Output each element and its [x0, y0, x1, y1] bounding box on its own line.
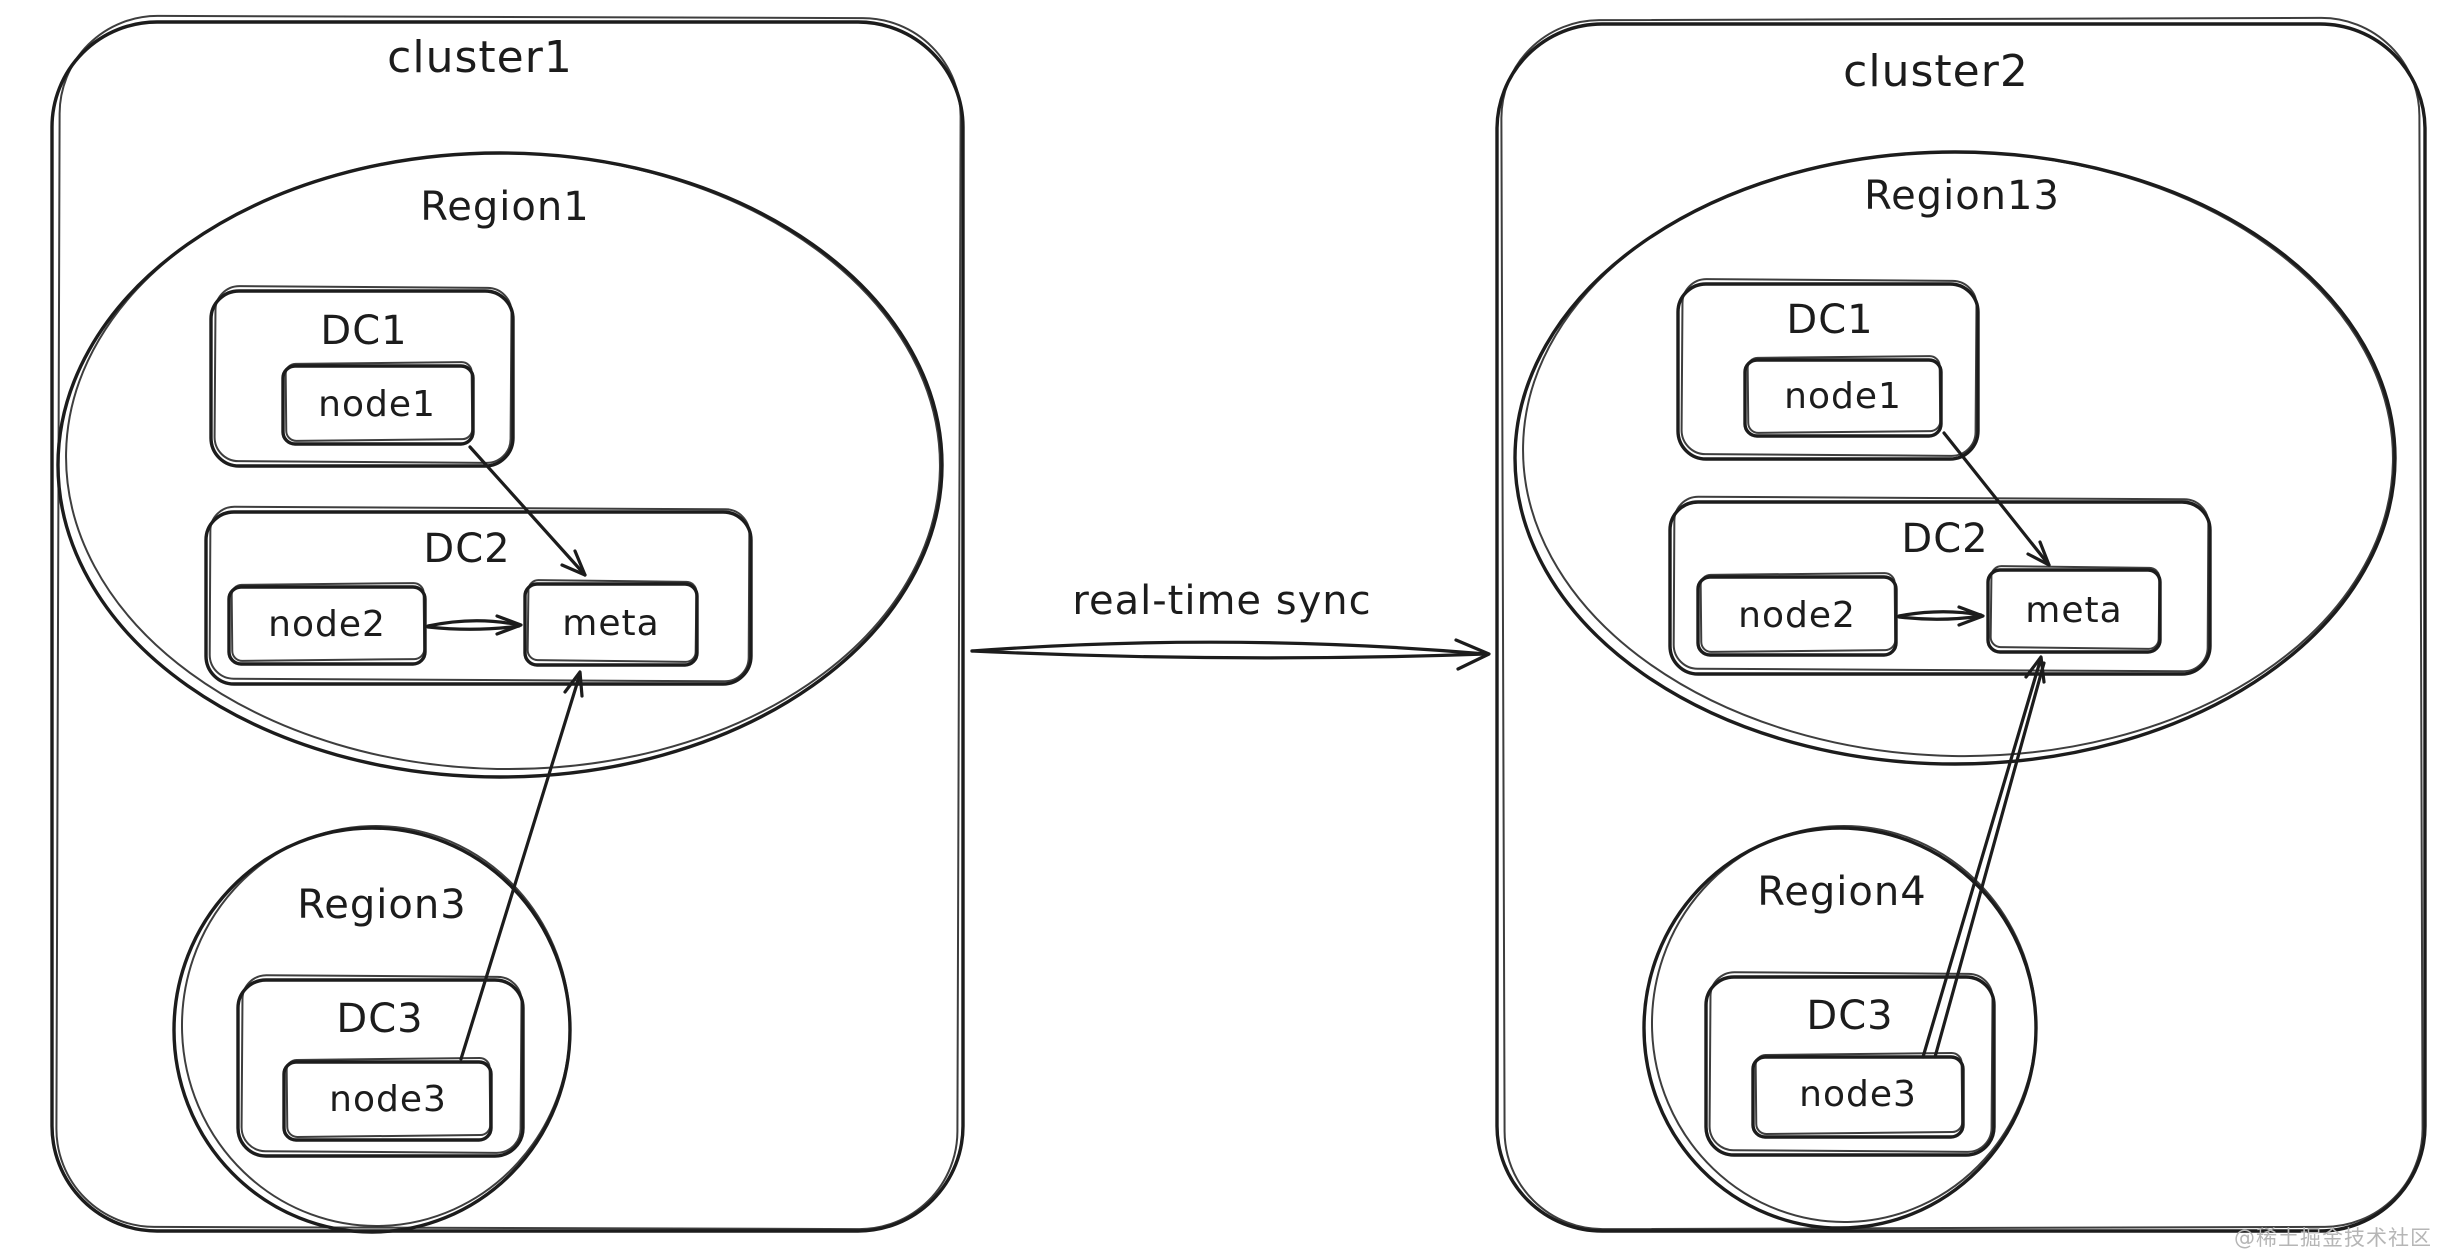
- cluster1-node2-label: node2: [268, 604, 386, 645]
- cluster2-node3-label: node3: [1799, 1074, 1917, 1115]
- sync-arrow-label: real-time sync: [1072, 578, 1372, 624]
- cluster2-dc1-title: DC1: [1786, 297, 1874, 343]
- cluster1-meta-label: meta: [562, 603, 660, 644]
- region3-circle: [172, 825, 572, 1234]
- sync-arrow: [970, 638, 1491, 671]
- cluster1-node2-box: [227, 582, 427, 666]
- cluster1-meta-box: [523, 579, 699, 667]
- cluster2-node2-label: node2: [1738, 595, 1856, 636]
- cluster1-node3-label: node3: [329, 1079, 447, 1120]
- arrow-c2-node2-to-meta: [1897, 605, 1985, 627]
- region1-ellipse: [56, 151, 944, 779]
- arrow-c1-node2-to-meta: [426, 614, 523, 636]
- region3-title: Region3: [297, 882, 467, 928]
- cluster2-node1-box: [1743, 355, 1943, 438]
- region4-circle: [1642, 825, 2038, 1230]
- watermark: @稀土掘金技术社区: [2234, 1226, 2432, 1250]
- arrow-c1-node3-to-meta: [459, 670, 584, 1061]
- region4-title: Region4: [1757, 869, 1927, 915]
- cluster2-title: cluster2: [1843, 46, 2029, 97]
- cluster2-meta-box: [1986, 565, 2162, 654]
- cluster2-node2-box: [1696, 572, 1898, 657]
- cluster1-dc3-title: DC3: [336, 996, 424, 1042]
- region13-ellipse: [1513, 150, 2397, 766]
- cluster2-dc3-title: DC3: [1806, 993, 1894, 1039]
- region1-title: Region1: [420, 184, 590, 230]
- cluster1-title: cluster1: [387, 32, 573, 83]
- cluster2-meta-label: meta: [2025, 590, 2123, 631]
- cluster2-node1-label: node1: [1784, 376, 1902, 417]
- arrow-c2-node1-to-meta: [1942, 431, 2051, 567]
- arrow-c1-node1-to-meta: [468, 445, 587, 577]
- arrow-c2-node3-to-meta: [1921, 655, 2046, 1059]
- cluster1-node1-box: [281, 361, 475, 446]
- region13-title: Region13: [1864, 173, 2060, 219]
- cluster1-dc1-title: DC1: [320, 308, 408, 354]
- cluster1-dc2-title: DC2: [423, 526, 511, 572]
- cluster1-node3-box: [282, 1057, 493, 1142]
- cluster1-node1-label: node1: [318, 384, 436, 425]
- cluster2-dc2-title: DC2: [1901, 516, 1989, 562]
- cluster2-node3-box: [1751, 1052, 1965, 1139]
